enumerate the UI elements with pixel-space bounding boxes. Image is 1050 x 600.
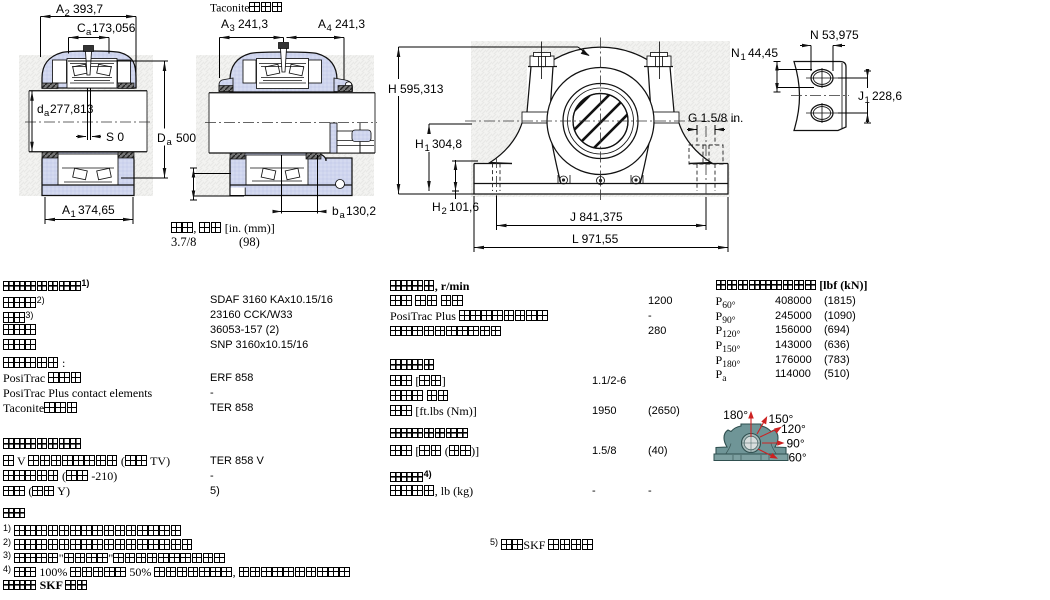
svg-text:G 1.5/8 in.: G 1.5/8 in. xyxy=(688,111,743,125)
svg-text:1: 1 xyxy=(741,52,746,63)
svg-text:277,813: 277,813 xyxy=(50,102,94,116)
svg-text:241,3: 241,3 xyxy=(335,17,365,31)
svg-text:d: d xyxy=(37,102,44,116)
svg-text:S 0: S 0 xyxy=(106,130,124,144)
svg-text:3: 3 xyxy=(230,23,235,34)
svg-text:500: 500 xyxy=(176,131,196,145)
svg-text:1: 1 xyxy=(71,209,76,220)
svg-text:a: a xyxy=(340,210,346,221)
svg-text:393,7: 393,7 xyxy=(73,2,103,16)
svg-text:A: A xyxy=(56,2,64,16)
svg-text:2: 2 xyxy=(65,8,70,19)
svg-text:304,8: 304,8 xyxy=(432,137,462,151)
svg-text:2: 2 xyxy=(442,206,447,217)
svg-text:a: a xyxy=(44,108,50,119)
svg-text:130,2: 130,2 xyxy=(346,204,376,218)
svg-text:a: a xyxy=(167,137,173,148)
svg-text:H: H xyxy=(432,200,441,214)
svg-text:a: a xyxy=(86,27,92,38)
svg-text:N 53,975: N 53,975 xyxy=(810,28,859,42)
svg-text:b: b xyxy=(332,204,339,218)
svg-text:N: N xyxy=(731,46,740,60)
svg-text:173,056: 173,056 xyxy=(92,21,136,35)
svg-text:L 971,55: L 971,55 xyxy=(572,232,619,246)
svg-text:D: D xyxy=(157,131,166,145)
svg-text:A: A xyxy=(62,203,70,217)
svg-text:4: 4 xyxy=(327,23,332,34)
svg-text:228,6: 228,6 xyxy=(872,89,902,103)
svg-text:J: J xyxy=(858,89,864,103)
svg-text:C: C xyxy=(77,21,86,35)
svg-text:1: 1 xyxy=(865,95,870,106)
svg-text:H: H xyxy=(415,137,424,151)
svg-text:H 595,313: H 595,313 xyxy=(388,82,444,96)
svg-text:180°: 180° xyxy=(723,408,748,422)
svg-text:44,45: 44,45 xyxy=(748,46,778,60)
svg-text:241,3: 241,3 xyxy=(238,17,268,31)
svg-text:J 841,375: J 841,375 xyxy=(570,210,623,224)
svg-text:90°: 90° xyxy=(787,437,805,451)
svg-text:374,65: 374,65 xyxy=(78,203,115,217)
svg-text:A: A xyxy=(318,17,326,31)
svg-text:60°: 60° xyxy=(789,451,807,465)
svg-text:A: A xyxy=(221,17,229,31)
svg-text:150°: 150° xyxy=(769,412,794,426)
svg-text:101,6: 101,6 xyxy=(449,200,479,214)
svg-text:120°: 120° xyxy=(781,422,806,436)
svg-text:1: 1 xyxy=(425,143,430,154)
